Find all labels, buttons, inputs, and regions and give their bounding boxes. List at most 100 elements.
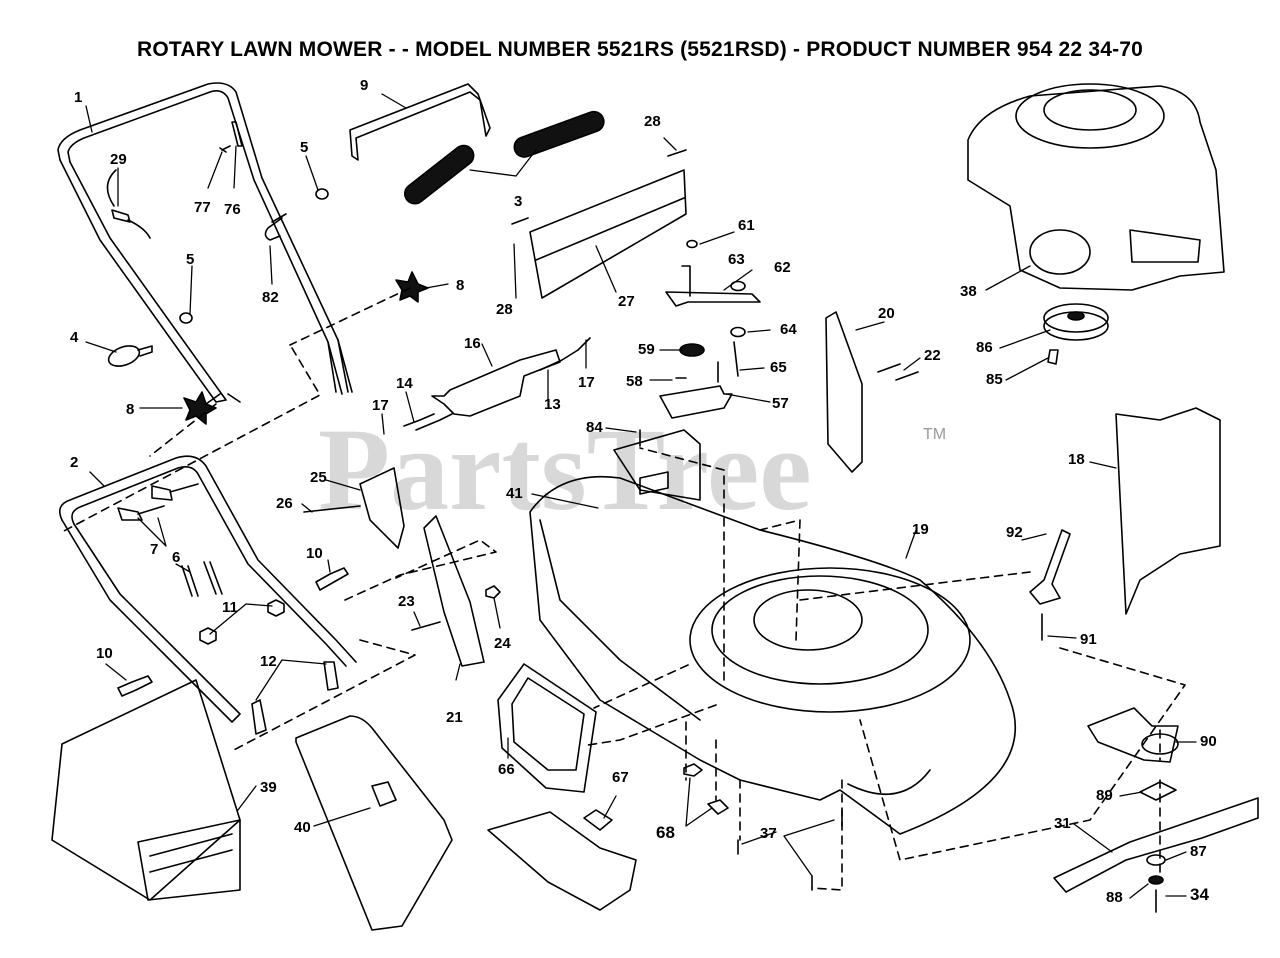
grass-bag-frame-part (295, 715, 453, 931)
part-label: 92 (1006, 524, 1023, 541)
part-label: 86 (976, 339, 993, 356)
part-label: 17 (372, 397, 389, 414)
cable-clip-part (323, 661, 339, 691)
washer-part (1146, 854, 1166, 866)
nut-part (267, 599, 285, 617)
bolt-part (303, 505, 361, 513)
part-label: 88 (1106, 889, 1123, 906)
trademark: TM (923, 426, 947, 443)
carriage-bolt-part (117, 505, 165, 521)
part-label: 82 (262, 289, 279, 306)
washer-part (315, 188, 329, 200)
nut-part (485, 585, 501, 599)
bolt-part (411, 621, 441, 631)
star-knob-part (395, 271, 429, 303)
part-label: 4 (70, 329, 79, 346)
part-label: 87 (1190, 843, 1207, 860)
wheel-bracket-part (423, 515, 485, 667)
spring-part (403, 337, 591, 427)
eye-bolt-part (107, 345, 153, 367)
knob-bolt-part (117, 675, 153, 697)
part-label: 57 (772, 395, 789, 412)
blade-part (1053, 797, 1259, 893)
bracket-part (825, 311, 863, 473)
part-label: 8 (456, 277, 465, 294)
star-knob-part (183, 391, 217, 425)
bolt-part (737, 809, 843, 891)
part-label: 10 (96, 645, 113, 662)
handle-cable-part (106, 169, 151, 239)
front-guard-part (497, 663, 597, 793)
part-label: 1 (74, 89, 83, 106)
part-label: 26 (276, 495, 293, 512)
part-label: 6 (172, 549, 181, 566)
part-label: 29 (110, 151, 127, 168)
part-label: 77 (194, 199, 211, 216)
diagram-title: ROTARY LAWN MOWER - - MODEL NUMBER 5521R… (136, 38, 1144, 61)
throttle-lever-part (431, 349, 561, 417)
height-lever-part (1029, 529, 1071, 605)
part-label: 68 (656, 823, 675, 842)
part-label: 76 (224, 201, 241, 218)
j-hook-part (264, 213, 287, 241)
part-label: 21 (446, 709, 463, 726)
mower-deck-part (529, 475, 1016, 835)
bolt-part (511, 149, 687, 225)
bushing-part (1139, 781, 1177, 801)
part-label: 91 (1080, 631, 1097, 648)
part-label: 10 (306, 545, 323, 562)
part-label: 37 (760, 825, 777, 842)
part-label: 8 (126, 401, 135, 418)
part-label: 58 (626, 373, 643, 390)
knob-bolt-part (315, 567, 349, 591)
blade-adapter-part (1087, 707, 1179, 763)
part-label: 2 (70, 454, 79, 471)
upper-handle-part (57, 82, 353, 405)
nut-part (707, 799, 729, 815)
part-label: 38 (960, 283, 977, 300)
part-label: 34 (1190, 885, 1209, 904)
grass-bag-part (51, 679, 241, 901)
part-label: 64 (780, 321, 797, 338)
leader-lines (85, 93, 1197, 899)
grip-part (403, 144, 475, 205)
part-label: 84 (586, 419, 603, 436)
part-label: 61 (738, 217, 755, 234)
deck-bracket-part (613, 429, 701, 501)
part-label: 18 (1068, 451, 1085, 468)
part-label: 28 (644, 113, 661, 130)
bolt-part (219, 145, 231, 153)
part-label: 9 (360, 77, 369, 94)
part-label: 31 (1054, 815, 1071, 832)
cable-clip-part (251, 699, 267, 735)
watermark: PartsTree (318, 404, 812, 535)
part-label: 23 (398, 593, 415, 610)
part-label: 59 (638, 341, 655, 358)
part-label: 24 (494, 635, 511, 652)
part-label: 12 (260, 653, 277, 670)
lower-handle-part (59, 455, 357, 723)
washer-part (730, 326, 746, 338)
part-label: 22 (924, 347, 941, 364)
mounting-plate-part (659, 385, 733, 419)
part-label: 62 (774, 259, 791, 276)
part-label: 89 (1096, 787, 1113, 804)
part-label: 5 (186, 251, 195, 268)
rear-flap-part (529, 169, 687, 299)
part-label: 41 (506, 485, 523, 502)
washer-part (179, 312, 193, 324)
part-label: 66 (498, 761, 515, 778)
part-label: 13 (544, 396, 561, 413)
nut-part (199, 627, 217, 645)
washer-part (1148, 875, 1164, 885)
part-label: 7 (150, 541, 159, 558)
cable-part (415, 413, 453, 431)
part-label: 40 (294, 819, 311, 836)
pulley-part (1043, 303, 1109, 341)
lever-part (231, 121, 243, 147)
deflector-part (487, 811, 637, 911)
part-label: 27 (618, 293, 635, 310)
washer-part (730, 280, 746, 292)
carriage-bolt-part (151, 483, 199, 501)
part-label: 17 (578, 374, 595, 391)
